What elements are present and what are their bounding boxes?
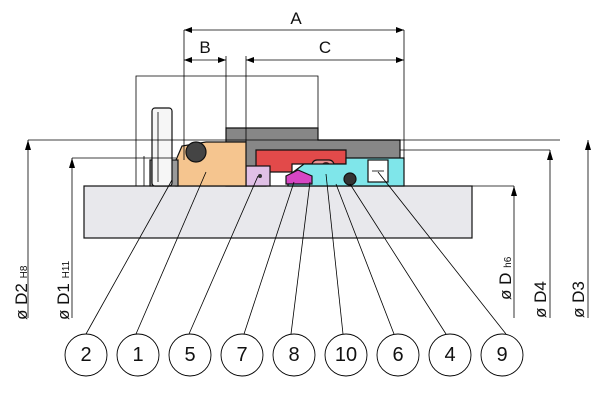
callout-5: 5 xyxy=(168,333,212,377)
diameter-d4-label: ø D4 xyxy=(531,281,550,318)
dimension-c-label: C xyxy=(319,38,331,57)
part-2-o-ring xyxy=(185,141,207,163)
diameter-extension-lines xyxy=(28,139,560,187)
dimension-b-label: B xyxy=(199,38,210,57)
dimension-c: C xyxy=(245,38,404,142)
dimension-a: A xyxy=(183,9,405,160)
diameter-d3: ø D3 xyxy=(569,140,591,318)
callout-circle xyxy=(168,333,212,377)
part-5-spring-dot xyxy=(258,174,262,178)
callout-number: 8 xyxy=(288,344,299,366)
callout-7: 7 xyxy=(220,333,264,377)
callout-number: 2 xyxy=(80,344,91,366)
callout-2: 2 xyxy=(64,333,108,377)
callout-circle xyxy=(376,333,420,377)
callout-number: 10 xyxy=(335,344,357,366)
diameter-d2-label: ø D2 H8 xyxy=(12,265,31,320)
callout-8: 8 xyxy=(272,333,316,377)
part-7-secondary-seal xyxy=(285,169,313,185)
callout-6: 6 xyxy=(376,333,420,377)
callout-number: 6 xyxy=(392,344,403,366)
callout-bubbles: 2 1 5 7 8 10 6 4 9 xyxy=(64,333,524,377)
callout-circle xyxy=(272,333,316,377)
housing-outline xyxy=(135,75,319,186)
callout-circle xyxy=(220,333,264,377)
diameter-d2: ø D2 H8 xyxy=(12,140,31,320)
shaft xyxy=(83,185,473,239)
callout-9: 9 xyxy=(480,333,524,377)
callout-number: 5 xyxy=(184,344,195,366)
diameter-d1: ø D1 H11 xyxy=(54,158,75,320)
diameter-d-label: ø D h6 xyxy=(496,256,515,300)
callout-number: 9 xyxy=(496,344,507,366)
callout-number: 7 xyxy=(236,344,247,366)
callout-circle xyxy=(64,333,108,377)
diameter-d: ø D h6 xyxy=(496,186,517,318)
callout-circle xyxy=(428,333,472,377)
callout-number: 4 xyxy=(444,344,455,366)
callout-circle xyxy=(324,333,368,377)
callout-circle xyxy=(480,333,524,377)
diameter-d4: ø D4 xyxy=(531,150,553,318)
dimension-a-label: A xyxy=(290,9,302,28)
callout-circle xyxy=(116,333,160,377)
diameter-d3-label: ø D3 xyxy=(569,281,588,318)
diameter-d1-label: ø D1 H11 xyxy=(54,260,73,320)
anti-rotation-pin xyxy=(151,107,173,187)
callout-1: 1 xyxy=(116,333,160,377)
dimension-b: B xyxy=(184,38,227,128)
callout-number: 1 xyxy=(132,344,143,366)
callout-4: 4 xyxy=(428,333,472,377)
leader-lines xyxy=(85,171,507,335)
callout-10: 10 xyxy=(324,333,368,377)
part-4-o-ring xyxy=(343,172,357,186)
